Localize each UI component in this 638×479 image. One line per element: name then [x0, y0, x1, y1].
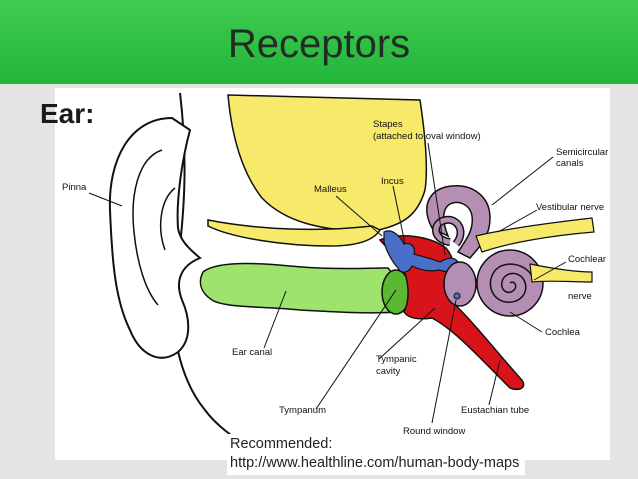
label-tympanic-1: Tympanic — [376, 354, 417, 365]
label-vestibular-nerve: Vestibular nerve — [536, 202, 604, 213]
pinna-inner-fold — [132, 149, 163, 306]
round-window-shape — [453, 292, 461, 300]
ear-diagram: Pinna Malleus Incus Stapes (attached to … — [62, 92, 608, 456]
cochlear-nerve-shape — [529, 263, 593, 283]
label-stapes-1: Stapes — [373, 119, 403, 130]
vestibule-shape — [443, 261, 477, 307]
pinna-inner-fold-2 — [159, 187, 176, 251]
label-tympanic-2: cavity — [376, 366, 401, 377]
title-bar — [0, 0, 638, 84]
label-round-window: Round window — [403, 426, 465, 437]
vestibular-nerve-shape — [475, 217, 595, 253]
leader-lines — [88, 142, 567, 424]
label-stapes-2: (attached to oval window) — [373, 131, 481, 142]
label-cochlear-nerve-1: Cochlear — [568, 254, 606, 265]
recommended-url: http://www.healthline.com/human-body-map… — [230, 455, 520, 471]
ear-canal-shape — [199, 262, 400, 314]
bone-upper — [227, 94, 428, 233]
bone-lower — [207, 219, 382, 247]
label-pinna: Pinna — [62, 182, 87, 193]
label-incus: Incus — [381, 176, 404, 187]
label-malleus: Malleus — [314, 184, 347, 195]
label-ear-canal: Ear canal — [232, 347, 272, 358]
semicircular-canals-shape — [426, 185, 491, 259]
slide-heading: Ear: — [40, 98, 95, 129]
label-semicircular-1: Semicircular — [556, 147, 608, 158]
recommended-label: Recommended: — [230, 436, 333, 452]
slide-title: Receptors — [227, 22, 411, 66]
label-semicircular-2: canals — [556, 158, 584, 169]
recommendation-box: Recommended: http://www.healthline.com/h… — [227, 434, 526, 475]
label-eustachian-tube: Eustachian tube — [461, 405, 529, 416]
label-cochlea: Cochlea — [545, 327, 581, 338]
cochlea-spiral — [489, 263, 533, 303]
diagram-panel: Pinna Malleus Incus Stapes (attached to … — [55, 88, 610, 460]
label-tympanum: Tympanum — [279, 405, 326, 416]
semicircular-ring-2-fill — [433, 217, 463, 246]
pinna-shape — [108, 116, 202, 359]
label-cochlear-nerve-2: nerve — [568, 291, 592, 302]
